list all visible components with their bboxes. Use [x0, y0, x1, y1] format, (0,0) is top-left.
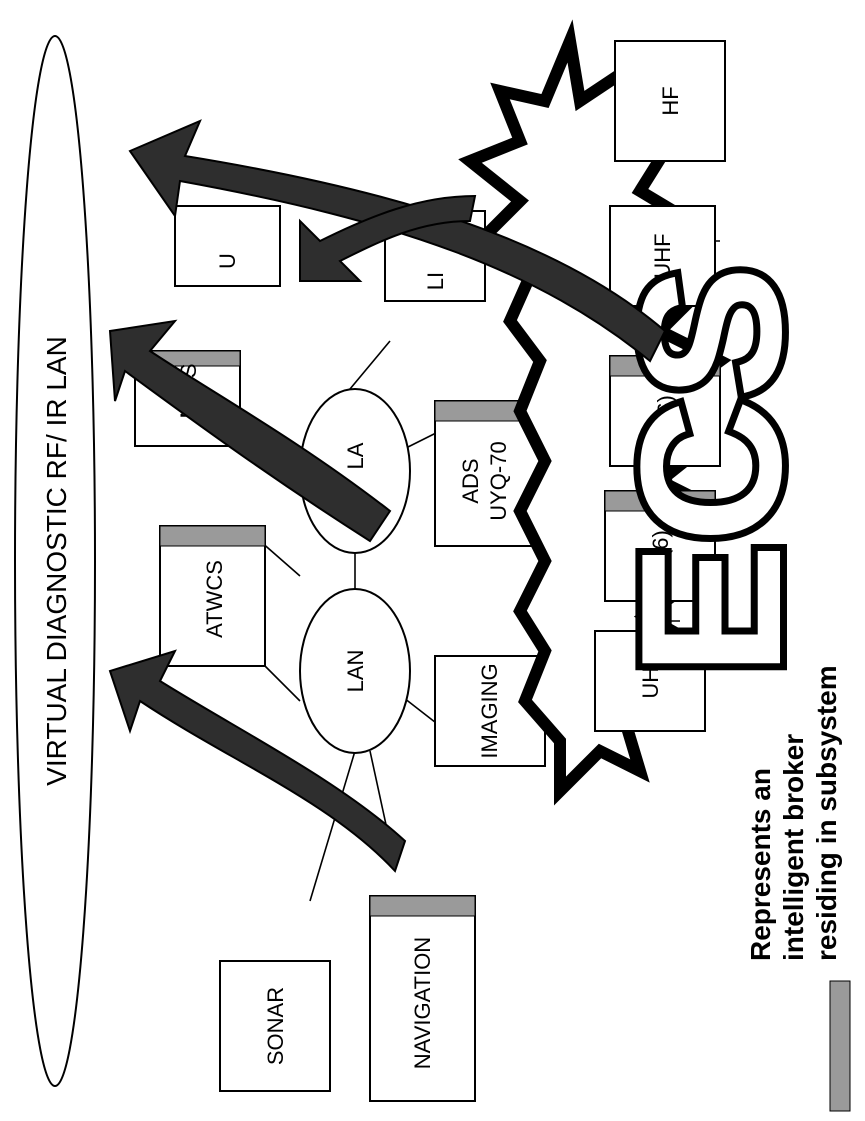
top-left-box	[175, 206, 280, 286]
uhf-top-label: HF	[658, 86, 683, 115]
sonar-label: SONAR	[263, 987, 288, 1065]
legend-broker-marker	[830, 981, 850, 1111]
navigation-broker-marker	[370, 896, 475, 916]
ads-label-line2: UYQ-70	[486, 441, 511, 520]
legend-line1: Represents an	[745, 768, 776, 961]
atwcs-broker-marker	[160, 526, 265, 546]
navigation-label: NAVIGATION	[410, 937, 435, 1069]
ads-label-line1: ADS	[458, 458, 483, 503]
legend-line2: intelligent broker	[778, 734, 809, 961]
top-right-label: LI	[423, 272, 448, 290]
lan-left-label: LAN	[343, 650, 368, 693]
legend-line3: residing in subsystem	[811, 665, 842, 961]
diagram-title: VIRTUAL DIAGNOSTIC RF/ IR LAN	[41, 336, 72, 786]
top-left-label: U	[215, 253, 240, 269]
imaging-label: IMAGING	[477, 663, 502, 758]
atwcs-label: ATWCS	[202, 560, 227, 638]
lan-mid-label: LA	[343, 442, 368, 469]
